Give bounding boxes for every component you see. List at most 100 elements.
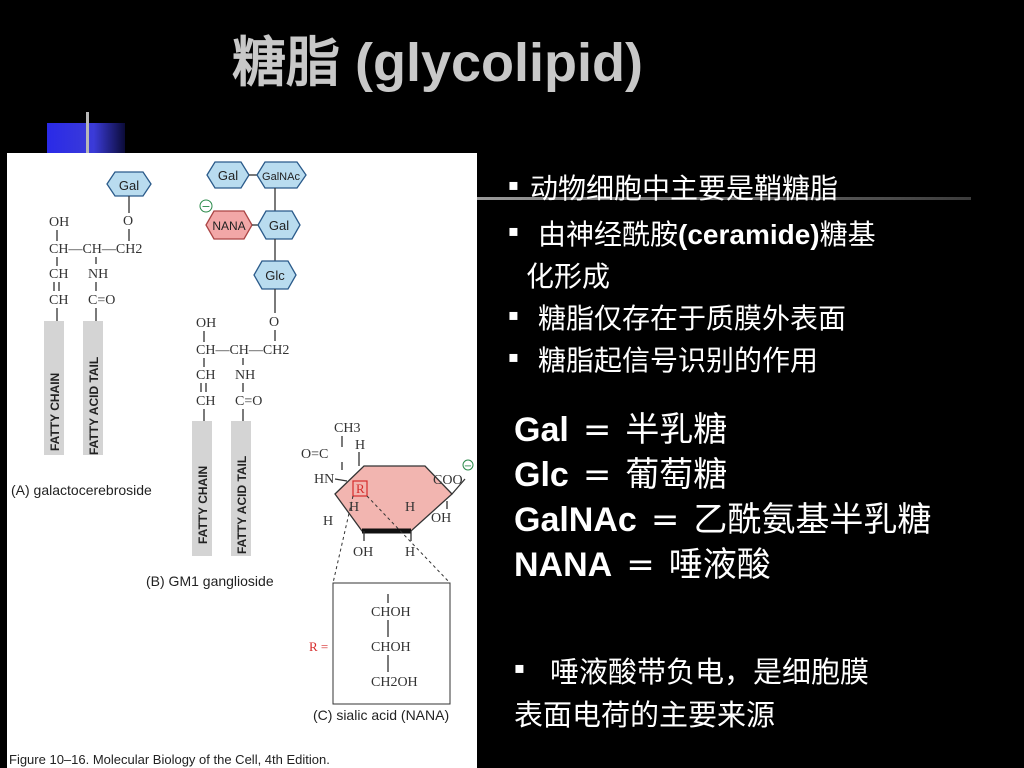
abbreviation-value: 乙酰氨基半乳糖: [693, 500, 932, 540]
abbreviation-key: NANA: [514, 546, 613, 584]
bullet-list: ▪ 动物细胞中主要是鞘糖脂 ▪ 由神经酰胺 (ceramide) 糖基 化形成 …: [508, 168, 1013, 382]
bullet-text-2-continuation: 化形成: [526, 260, 611, 293]
nh-label-b: NH: [235, 368, 255, 383]
abbreviation-list: Gal = 半乳糖 Glc = 葡萄糖 GalNAc = 乙酰氨基半乳糖 NANA = 唾液酸: [514, 408, 931, 588]
panel-c-sialic-acid: CH3 O=C HN H R H H H COO − OH OH H: [301, 421, 474, 723]
ch-label-b-2: CH: [196, 394, 215, 409]
decorative-vertical-line: [86, 112, 89, 153]
ch-ch-ch2-backbone-label: CH—CH—CH2: [49, 242, 142, 257]
note-text-2: 表面电荷的主要来源: [514, 698, 776, 732]
abbreviation-galnac: GalNAc = 乙酰氨基半乳糖: [514, 498, 931, 543]
figure-source-caption: Figure 10–16. Molecular Biology of the C…: [9, 752, 330, 767]
fatty-acid-tail-box: [83, 321, 103, 455]
h-bottom-label: H: [405, 545, 415, 560]
abbreviation-value: 唾液酸: [668, 545, 771, 585]
hydrogen-top-label: H: [355, 438, 365, 453]
bullet-icon: ▪: [514, 658, 525, 677]
oh-right-label: OH: [431, 511, 451, 526]
abbreviation-key: GalNAc: [514, 501, 637, 539]
bullet-text-1: 动物细胞中主要是鞘糖脂: [530, 172, 839, 205]
bullet-item-4: ▪ 糖脂起信号识别的作用: [508, 340, 1013, 382]
equals-sign: =: [582, 410, 612, 450]
ch-label-2: CH: [49, 293, 68, 308]
fatty-chain-box: [44, 321, 64, 455]
equals-sign: =: [582, 455, 612, 495]
r-group-detail-box: [332, 582, 451, 705]
equals-sign: =: [626, 545, 655, 585]
note-line-1: ▪ 唾液酸带负电，是细胞膜: [514, 651, 869, 694]
nana-hexagon: [205, 210, 253, 240]
panel-b-gm1-ganglioside: Gal GalNAc − NANA Gal Glc O OH CH—CH—CH2…: [146, 161, 307, 589]
equals-sign: =: [650, 500, 680, 540]
hydroxyl-label: OH: [49, 215, 69, 230]
glc-label: Glc: [265, 268, 285, 283]
chain-ch2oh: CH2OH: [371, 675, 418, 690]
fatty-chain-box-b: [192, 421, 212, 556]
bullet-item-3: ▪ 糖脂仅存在于质膜外表面: [508, 298, 1013, 340]
abbreviation-value: 葡萄糖: [625, 455, 728, 495]
fatty-acid-tail-box-b: [231, 421, 251, 556]
h-right-label: H: [405, 500, 415, 515]
h-left-label: H: [349, 500, 359, 515]
abbreviation-glc: Glc = 葡萄糖: [514, 453, 931, 498]
hydroxyl-label-b: OH: [196, 316, 216, 331]
bullet-text-2-term: (ceramide): [678, 219, 820, 250]
abbreviation-value: 半乳糖: [625, 410, 728, 450]
abbreviation-key: Gal: [514, 411, 569, 449]
carboxylate-label: COO: [433, 473, 463, 488]
panel-a-galactocerebroside: Gal O OH CH—CH—CH2 CH NH CH C=O FATTY CH…: [11, 171, 152, 498]
fatty-acid-tail-label: FATTY ACID TAIL: [87, 357, 101, 455]
negative-charge-icon: [199, 199, 213, 213]
zoom-dash-right: [366, 495, 451, 584]
gal-inner-hexagon: [257, 210, 301, 240]
decorative-horizontal-line: [476, 197, 971, 200]
negative-charge-icon-c: [462, 459, 474, 471]
gal-terminal-hexagon: [206, 161, 250, 189]
glc-hexagon: [253, 260, 297, 290]
bullet-text-2-after: 糖基: [819, 218, 876, 251]
bullet-icon: ▪: [508, 347, 519, 366]
panel-a-caption: (A) galactocerebroside: [11, 482, 152, 498]
bullet-text-3: 糖脂仅存在于质膜外表面: [538, 302, 847, 335]
fatty-chain-label-b: FATTY CHAIN: [196, 466, 210, 544]
glycosidic-oxygen-label-b: O: [269, 315, 279, 330]
bullet-text-4: 糖脂起信号识别的作用: [538, 344, 819, 377]
chain-choh-2: CHOH: [371, 640, 411, 655]
panel-b-caption: (B) GM1 ganglioside: [146, 573, 274, 589]
note-text-1: 唾液酸带负电，是细胞膜: [550, 655, 870, 689]
abbreviation-gal: Gal = 半乳糖: [514, 408, 931, 453]
gal-sugar-label: Gal: [119, 178, 139, 193]
gal-terminal-label: Gal: [218, 168, 238, 183]
surface-charge-note: ▪ 唾液酸带负电，是细胞膜 表面电荷的主要来源: [514, 651, 869, 737]
negative-charge-sign: −: [201, 200, 210, 213]
glycolipid-figure: .t { font-family: "Liberation Sans", "De…: [7, 153, 477, 768]
panel-c-caption: (C) sialic acid (NANA): [313, 707, 449, 723]
hn-label: HN: [314, 472, 334, 487]
ch-label: CH: [49, 267, 68, 282]
ch-ch-ch2-backbone-label-b: CH—CH—CH2: [196, 343, 289, 358]
glycosidic-oxygen-label: O: [123, 214, 133, 229]
nh-label: NH: [88, 267, 108, 282]
nana-label: NANA: [212, 219, 245, 233]
ch3-label: CH3: [334, 421, 360, 436]
abbreviation-nana: NANA = 唾液酸: [514, 543, 931, 588]
gal-sugar-hexagon: [106, 171, 152, 197]
bullet-icon: ▪: [508, 175, 519, 194]
bullet-text-2: 由神经酰胺: [538, 218, 679, 251]
galnac-label: GalNAc: [262, 171, 300, 183]
fatty-chain-label: FATTY CHAIN: [48, 373, 62, 451]
slide-title: 糖脂 (glycolipid): [232, 33, 643, 93]
ch-label-b: CH: [196, 368, 215, 383]
gal-inner-label: Gal: [269, 218, 289, 233]
r-equals-label: R =: [309, 639, 328, 654]
abbreviation-key: Glc: [514, 456, 569, 494]
h-outer-label: H: [323, 514, 333, 529]
fatty-acid-tail-label-b: FATTY ACID TAIL: [235, 456, 249, 554]
bullet-icon: ▪: [508, 221, 519, 240]
negative-charge-sign-c: −: [464, 461, 472, 472]
glycolipid-structures-diagram: .t { font-family: "Liberation Sans", "De…: [9, 161, 474, 767]
zoom-dash-left: [332, 495, 354, 584]
r-group-box: [352, 480, 368, 497]
chain-chohx-1: CHOH: [371, 605, 411, 620]
carbonyl-label-b: C=O: [235, 394, 262, 409]
